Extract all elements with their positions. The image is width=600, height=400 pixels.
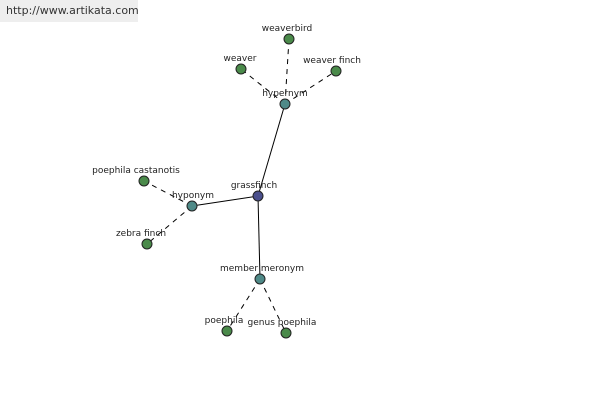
edges-layer [143,38,337,334]
node-label-member-meronym: member meronym [220,264,304,274]
node-weaver[interactable] [235,63,247,75]
node-label-hypernym: hypernym [262,89,308,99]
node-label-poephila: poephila [205,316,244,326]
node-poephila-castanotis[interactable] [138,175,150,187]
edge-root-to-member-meronym [257,195,261,280]
node-label-genus-poephila: genus poephila [248,318,317,328]
node-hyponym[interactable] [186,200,198,212]
node-poephila[interactable] [221,325,233,337]
node-label-weaver: weaver [224,54,257,64]
node-zebra-finch[interactable] [141,238,153,250]
node-weaverbird[interactable] [283,33,295,45]
site-url-link[interactable]: http://www.artikata.com [0,0,139,22]
node-label-hyponym: hyponym [172,191,214,201]
edge-member-meronym-to-poephila [226,278,261,332]
node-hypernym[interactable] [279,98,291,110]
node-label-zebra-finch: zebra finch [116,229,166,239]
nodes-layer: grassfinch hypernym hyponym member meronym w… [92,24,361,339]
node-label-weaverbird: weaverbird [262,24,312,34]
node-label-poephila-castanotis: poephila castanotis [92,166,180,176]
node-member-meronym[interactable] [254,273,266,285]
node-weaver-finch[interactable] [330,65,342,77]
node-label-root: grassfinch [231,181,277,191]
edge-hypernym-to-weaver-finch [284,70,337,105]
edge-hypernym-to-weaverbird [284,38,290,105]
node-label-weaver-finch: weaver finch [303,56,361,66]
edge-root-to-hypernym [257,103,286,197]
node-genus-poephila[interactable] [280,327,292,339]
edge-root-to-hyponym [191,195,259,207]
node-root[interactable] [252,190,264,202]
